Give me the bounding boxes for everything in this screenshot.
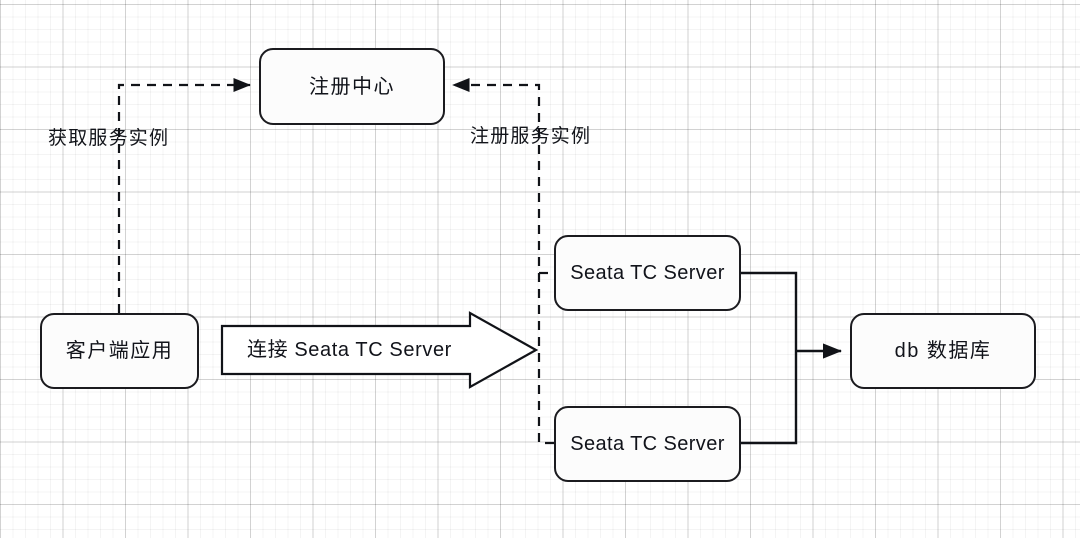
edge-label-register-service-instance: 注册服务实例 [470,126,592,147]
node-seata-tc-server-bottom-label: Seata TC Server [570,433,725,455]
node-client-app[interactable]: 客户端应用 [40,313,199,389]
edge-get-service-instance [117,77,251,313]
node-registry-label: 注册中心 [309,75,395,98]
node-seata-tc-server-bottom[interactable]: Seata TC Server [554,406,741,482]
node-client-app-label: 客户端应用 [65,340,174,362]
block-arrow-label-connect-seata: 连接 Seata TC Server [247,339,452,361]
block-arrow-connect-seata [220,311,539,389]
node-db[interactable]: db 数据库 [850,313,1036,389]
node-seata-tc-server-top-label: Seata TC Server [570,262,725,284]
edge-tc-group-bracket [741,271,798,445]
edge-label-get-service-instance: 获取服务实例 [48,128,170,149]
edge-register-service-instance [452,77,554,445]
node-registry[interactable]: 注册中心 [259,48,445,125]
node-seata-tc-server-top[interactable]: Seata TC Server [554,235,741,311]
node-db-label: db 数据库 [894,340,992,362]
